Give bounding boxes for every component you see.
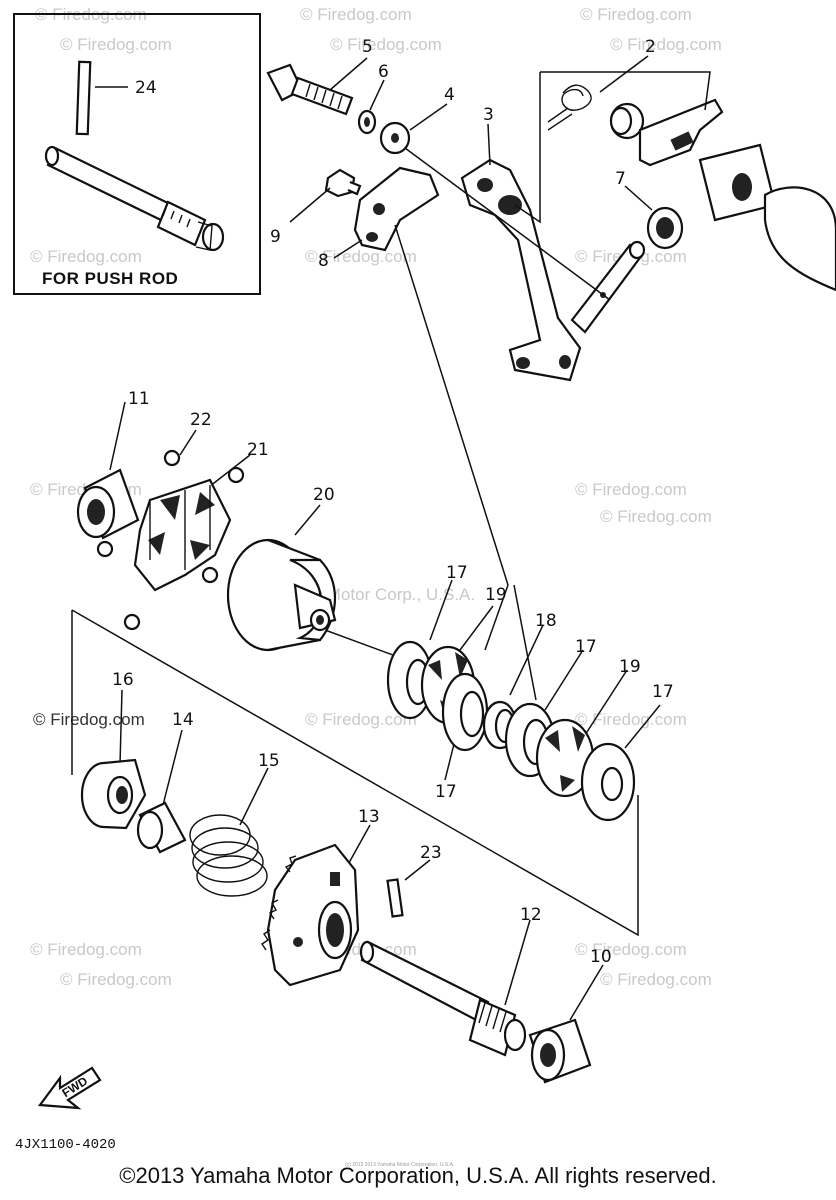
copyright-notice: ©2013 Yamaha Motor Corporation, U.S.A. A… [119, 1163, 717, 1188]
watermark-layer: © Firedog.com © Firedog.com © Firedog.co… [30, 5, 722, 989]
callout: 19 [619, 657, 641, 677]
callout: 18 [535, 611, 557, 631]
watermark: © Firedog.com [575, 480, 687, 499]
callout: 16 [112, 670, 134, 690]
callout-numbers: 24 5 6 4 3 2 7 9 8 11 22 21 20 17 19 18 … [112, 37, 674, 967]
watermark: © Firedog.com [300, 5, 412, 24]
cam-cluster [76, 449, 245, 631]
watermark: © Firedog.com [305, 710, 417, 729]
callout: 19 [485, 585, 507, 605]
callout: 14 [172, 710, 194, 730]
callout: 8 [318, 251, 329, 271]
callout: 17 [435, 782, 457, 802]
callout: 6 [378, 62, 389, 82]
callout: 20 [313, 485, 335, 505]
callout: 23 [420, 843, 442, 863]
watermark: © Firedog.com [30, 247, 142, 266]
watermark-dark: © Firedog.com [33, 710, 145, 729]
fwd-arrow-icon: FWD [37, 1066, 102, 1110]
watermark: © Firedog.com [600, 970, 712, 989]
watermark: © Firedog.com [580, 5, 692, 24]
watermark: © Firedog.com [305, 247, 417, 266]
callout: 17 [575, 637, 597, 657]
leader-lines [71, 55, 711, 1021]
callout: 3 [483, 105, 494, 125]
watermark: © Firedog.com [610, 35, 722, 54]
callout: 10 [590, 947, 612, 967]
callout: 22 [190, 410, 212, 430]
upper-lever-assembly [266, 63, 836, 382]
callout: 17 [652, 682, 674, 702]
callout: 9 [270, 227, 281, 247]
watermark: © Firedog.com [60, 35, 172, 54]
callout: 17 [446, 563, 468, 583]
spring [189, 814, 268, 897]
watermark: © Firedog.com [60, 970, 172, 989]
callout: 12 [520, 905, 542, 925]
watermark: © Firedog.com [330, 35, 442, 54]
callout: 13 [358, 807, 380, 827]
callout: 15 [258, 751, 280, 771]
callout: 24 [135, 78, 157, 98]
inset-label: FOR PUSH ROD [42, 269, 178, 288]
callout: 5 [362, 37, 373, 57]
callout: 4 [444, 85, 455, 105]
callout: 11 [128, 389, 150, 409]
tiny-copyright: (c) 2013 2013 Yamaha Motor Corporation, … [345, 1162, 454, 1168]
drum-and-plates [226, 538, 636, 822]
callout: 7 [615, 169, 626, 189]
lower-shaft-assembly [80, 758, 592, 1084]
watermark: © Firedog.com [575, 940, 687, 959]
watermark: © Firedog.com [575, 710, 687, 729]
callout: 21 [247, 440, 269, 460]
push-rod-inset: FOR PUSH ROD [13, 13, 261, 295]
watermark: © Firedog.com [30, 940, 142, 959]
watermark: © Firedog.com [600, 507, 712, 526]
callout: 2 [645, 37, 656, 57]
drawing-code: 4JX1100-4020 [15, 1137, 116, 1153]
